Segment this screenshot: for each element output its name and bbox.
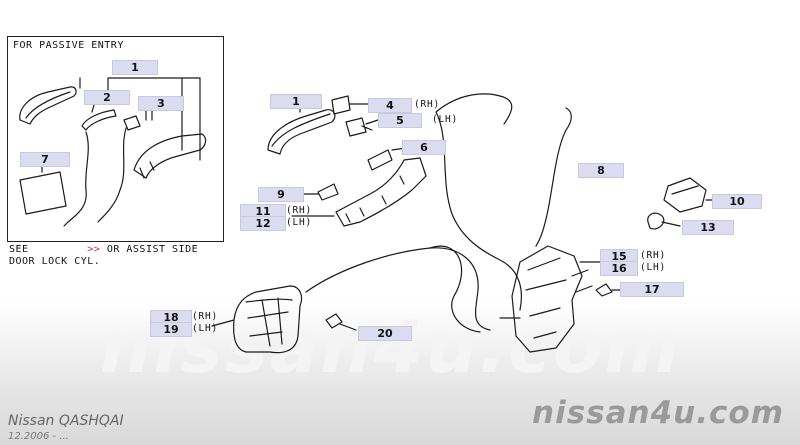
inner-handle-drawing [211,285,357,354]
callout-inset-1: 1 [112,60,158,75]
lock-actuator-drawing [511,245,601,353]
callout-main-13: 13 [682,220,734,235]
cap-5 [345,117,373,137]
callout-main-6: 6 [402,140,446,155]
footer-background [0,300,800,445]
bolt-20 [325,313,357,331]
brand-logo: nissan4u.com [532,395,784,431]
callout-inset-7: 7 [20,152,70,167]
callout-inset-3: 3 [138,96,184,111]
side-label-main-16: (LH) [640,262,667,273]
inset-grip-handle [133,133,207,179]
long-cable [435,93,522,311]
rods-drawing [305,93,601,333]
model-date: 12.2006 - ... [8,431,69,442]
bolt-13 [647,212,681,230]
inset-sensor [81,109,117,131]
callout-main-10: 10 [712,194,762,209]
side-label-main-5: (LH) [432,114,459,125]
see-line2: DOOR LOCK CYL. [9,256,101,267]
callout-main-20: 20 [358,326,412,341]
inset-leader-1 [79,77,201,161]
callout-main-16: 16 [600,261,638,276]
callout-inset-2: 2 [84,90,130,105]
side-label-main-12: (LH) [286,217,313,228]
callout-main-4: 4 [368,98,412,113]
inner-cable [305,247,491,331]
callout-main-1: 1 [270,94,322,109]
door-lock-body [511,245,583,353]
side-label-main-4: (RH) [414,99,441,110]
screw-17 [595,283,621,297]
escutcheon-4 [331,95,351,115]
pad-9 [317,183,339,201]
inset-wire-2 [63,131,89,227]
passive-entry-inset [7,36,224,242]
callout-main-9: 9 [258,187,304,202]
see-text: OR ASSIST SIDE [106,244,199,255]
inset-connector [123,115,141,131]
inset-handle [19,86,77,125]
side-label-main-15: (RH) [640,250,667,261]
inset-plate-7 [19,171,67,215]
see-word: SEE [9,244,29,255]
callout-main-19: 19 [150,322,192,337]
inset-drawing [19,77,207,227]
handle-bracket [335,157,427,227]
rod-8 [535,107,572,247]
callout-main-12: 12 [240,216,286,231]
callout-main-8: 8 [578,163,624,178]
model-name: Nissan QASHQAI [8,413,124,429]
callout-main-5: 5 [378,113,422,128]
striker-drawing [595,177,713,297]
inner-handle [233,285,303,354]
callout-main-18: 18 [150,310,192,325]
callout-main-17: 17 [620,282,684,297]
gasket-6 [367,149,393,171]
striker-10 [663,177,707,213]
side-label-main-18: (RH) [192,311,219,322]
watermark: nissan4u.com [100,305,682,389]
inset-wire-3 [97,127,127,223]
see-label: SEE >> OR ASSIST SIDE [9,244,198,255]
side-label-main-19: (LH) [192,323,219,334]
side-label-main-11: (RH) [286,205,313,216]
inset-title: FOR PASSIVE ENTRY [13,40,124,51]
see-arrow: >> [87,244,101,255]
